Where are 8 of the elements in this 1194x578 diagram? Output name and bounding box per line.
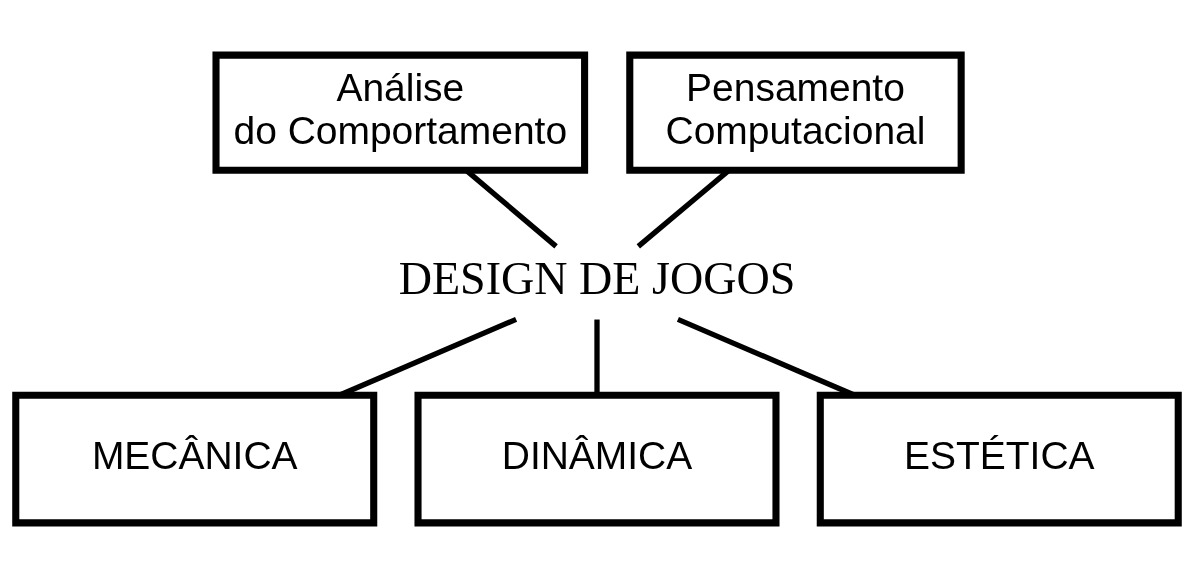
node-box: DINÂMICA (414, 391, 780, 527)
node-box: ESTÉTICA (816, 391, 1182, 527)
connector (676, 316, 856, 398)
node-box: Análise do Comportamento (212, 51, 589, 174)
node-box: MECÂNICA (12, 391, 378, 527)
node-text: DESIGN DE JOGOS (398, 252, 796, 304)
connector (338, 316, 518, 398)
node-box: Pensamento Computacional (626, 51, 965, 174)
